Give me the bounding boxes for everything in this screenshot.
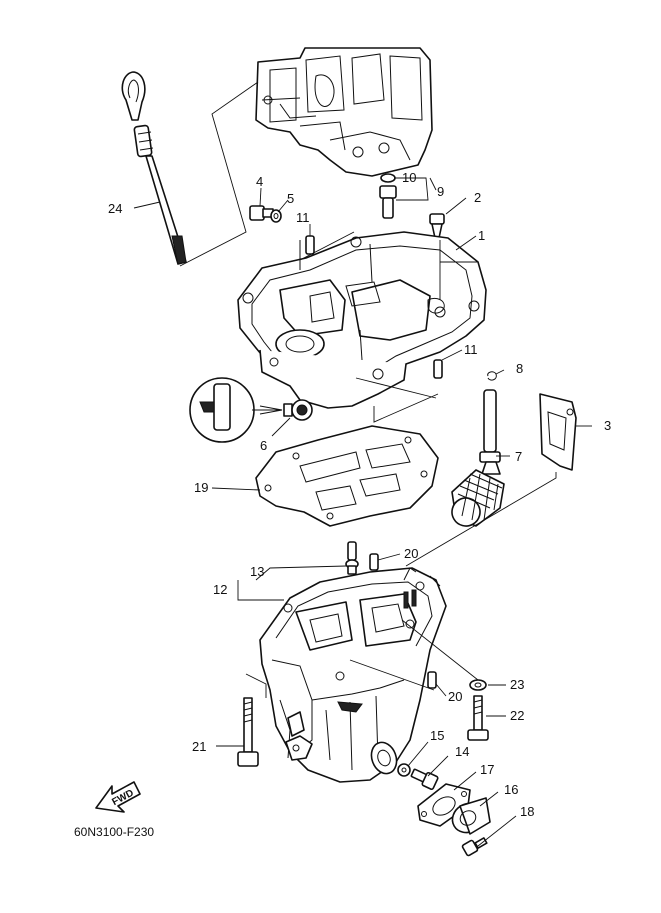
dowel-pin-11a xyxy=(305,235,315,255)
callout-12: 12 xyxy=(213,582,227,597)
plug-2 xyxy=(429,213,445,239)
dipstick xyxy=(121,71,187,265)
oil-pan xyxy=(259,567,447,783)
callout-20a: 20 xyxy=(404,546,418,561)
callout-3: 3 xyxy=(604,418,611,433)
callout-14: 14 xyxy=(455,744,469,759)
washer-5 xyxy=(270,209,282,223)
bolt-4 xyxy=(249,205,274,221)
detail-inset xyxy=(189,377,283,443)
callout-24: 24 xyxy=(108,201,122,216)
callout-23: 23 xyxy=(510,677,524,692)
bracket-3 xyxy=(539,393,577,471)
callout-5: 5 xyxy=(287,191,294,206)
bolt-22 xyxy=(467,695,489,741)
engine-block xyxy=(255,47,433,177)
leader-lines xyxy=(133,177,592,847)
callout-17: 17 xyxy=(480,762,494,777)
nipple-13 xyxy=(345,541,359,575)
figure-code: 60N3100-F230 xyxy=(74,825,154,839)
fwd-arrow-icon: FWD xyxy=(95,781,141,813)
callout-8: 8 xyxy=(516,361,523,376)
washer-23 xyxy=(469,679,487,691)
union-9 xyxy=(379,173,397,219)
callout-9: 9 xyxy=(437,184,444,199)
callout-19: 19 xyxy=(194,480,208,495)
exhaust-guide xyxy=(237,231,487,409)
clip-8 xyxy=(487,371,497,381)
fwd-label: FWD xyxy=(110,788,135,808)
bolt-18 xyxy=(461,837,488,857)
callout-4: 4 xyxy=(256,174,263,189)
dowel-pin-20b xyxy=(427,671,437,689)
callout-11a: 11 xyxy=(296,210,310,225)
callout-10: 10 xyxy=(402,170,416,185)
callouts: 1 2 3 4 5 6 7 8 9 10 11 11 12 13 14 15 1… xyxy=(108,170,611,819)
callout-21: 21 xyxy=(192,739,206,754)
dowel-pin-20a xyxy=(369,553,379,571)
washer-15 xyxy=(397,763,411,777)
gasket-19 xyxy=(255,425,439,527)
callout-20b: 20 xyxy=(448,689,462,704)
cover-16 xyxy=(451,797,491,835)
callout-13: 13 xyxy=(250,564,264,579)
bolt-14 xyxy=(410,768,439,791)
oil-seal-6 xyxy=(283,399,313,421)
callout-2: 2 xyxy=(474,190,481,205)
callout-16: 16 xyxy=(504,782,518,797)
callout-11b: 11 xyxy=(464,342,478,357)
callout-1: 1 xyxy=(478,228,485,243)
callout-15: 15 xyxy=(430,728,444,743)
gasket-17 xyxy=(417,783,471,827)
callout-7: 7 xyxy=(515,449,522,464)
callout-18: 18 xyxy=(520,804,534,819)
callout-22: 22 xyxy=(510,708,524,723)
dipstick-guide-line xyxy=(179,81,259,267)
callout-6: 6 xyxy=(260,438,267,453)
oil-strainer xyxy=(451,389,505,527)
dowel-pin-11b xyxy=(433,359,443,379)
bolt-21 xyxy=(237,697,259,767)
